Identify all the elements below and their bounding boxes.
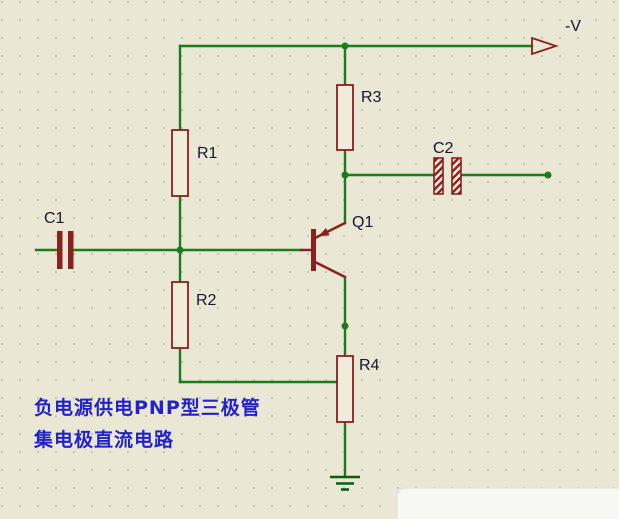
capacitor-c1[interactable] (57, 231, 74, 269)
junction-dot (341, 322, 349, 330)
q1-collector-lead (311, 259, 347, 279)
resistor-r1[interactable] (171, 129, 189, 197)
power-arrow-icon (531, 36, 559, 56)
junction-dot (341, 171, 349, 179)
label-c2: C2 (433, 140, 454, 157)
label-c1: C1 (44, 210, 65, 227)
label-r4: R4 (359, 357, 380, 374)
watermark-box (396, 487, 619, 519)
label-r1: R1 (197, 145, 218, 162)
junction-dot (176, 246, 184, 254)
power-terminal[interactable] (531, 36, 559, 56)
transistor-q1[interactable] (299, 221, 347, 279)
junction-dot (544, 171, 552, 179)
resistor-r3[interactable] (336, 84, 354, 151)
label-r3: R3 (361, 89, 382, 106)
junctions (176, 42, 552, 330)
capacitor-c2[interactable] (433, 157, 462, 195)
wires (34, 44, 550, 479)
schematic-caption-line1: 负电源供电PNP型三极管 (34, 396, 261, 419)
label-q1: Q1 (352, 214, 373, 231)
ground-symbol[interactable] (330, 475, 360, 491)
resistor-r4[interactable] (336, 355, 354, 423)
label-r2: R2 (196, 292, 217, 309)
schematic-caption-line2: 集电极直流电路 (33, 428, 174, 451)
q1-pnp-arrow-icon (318, 228, 330, 237)
label-power: -V (565, 18, 581, 35)
junction-dot (341, 42, 349, 50)
resistor-r2[interactable] (171, 281, 189, 349)
